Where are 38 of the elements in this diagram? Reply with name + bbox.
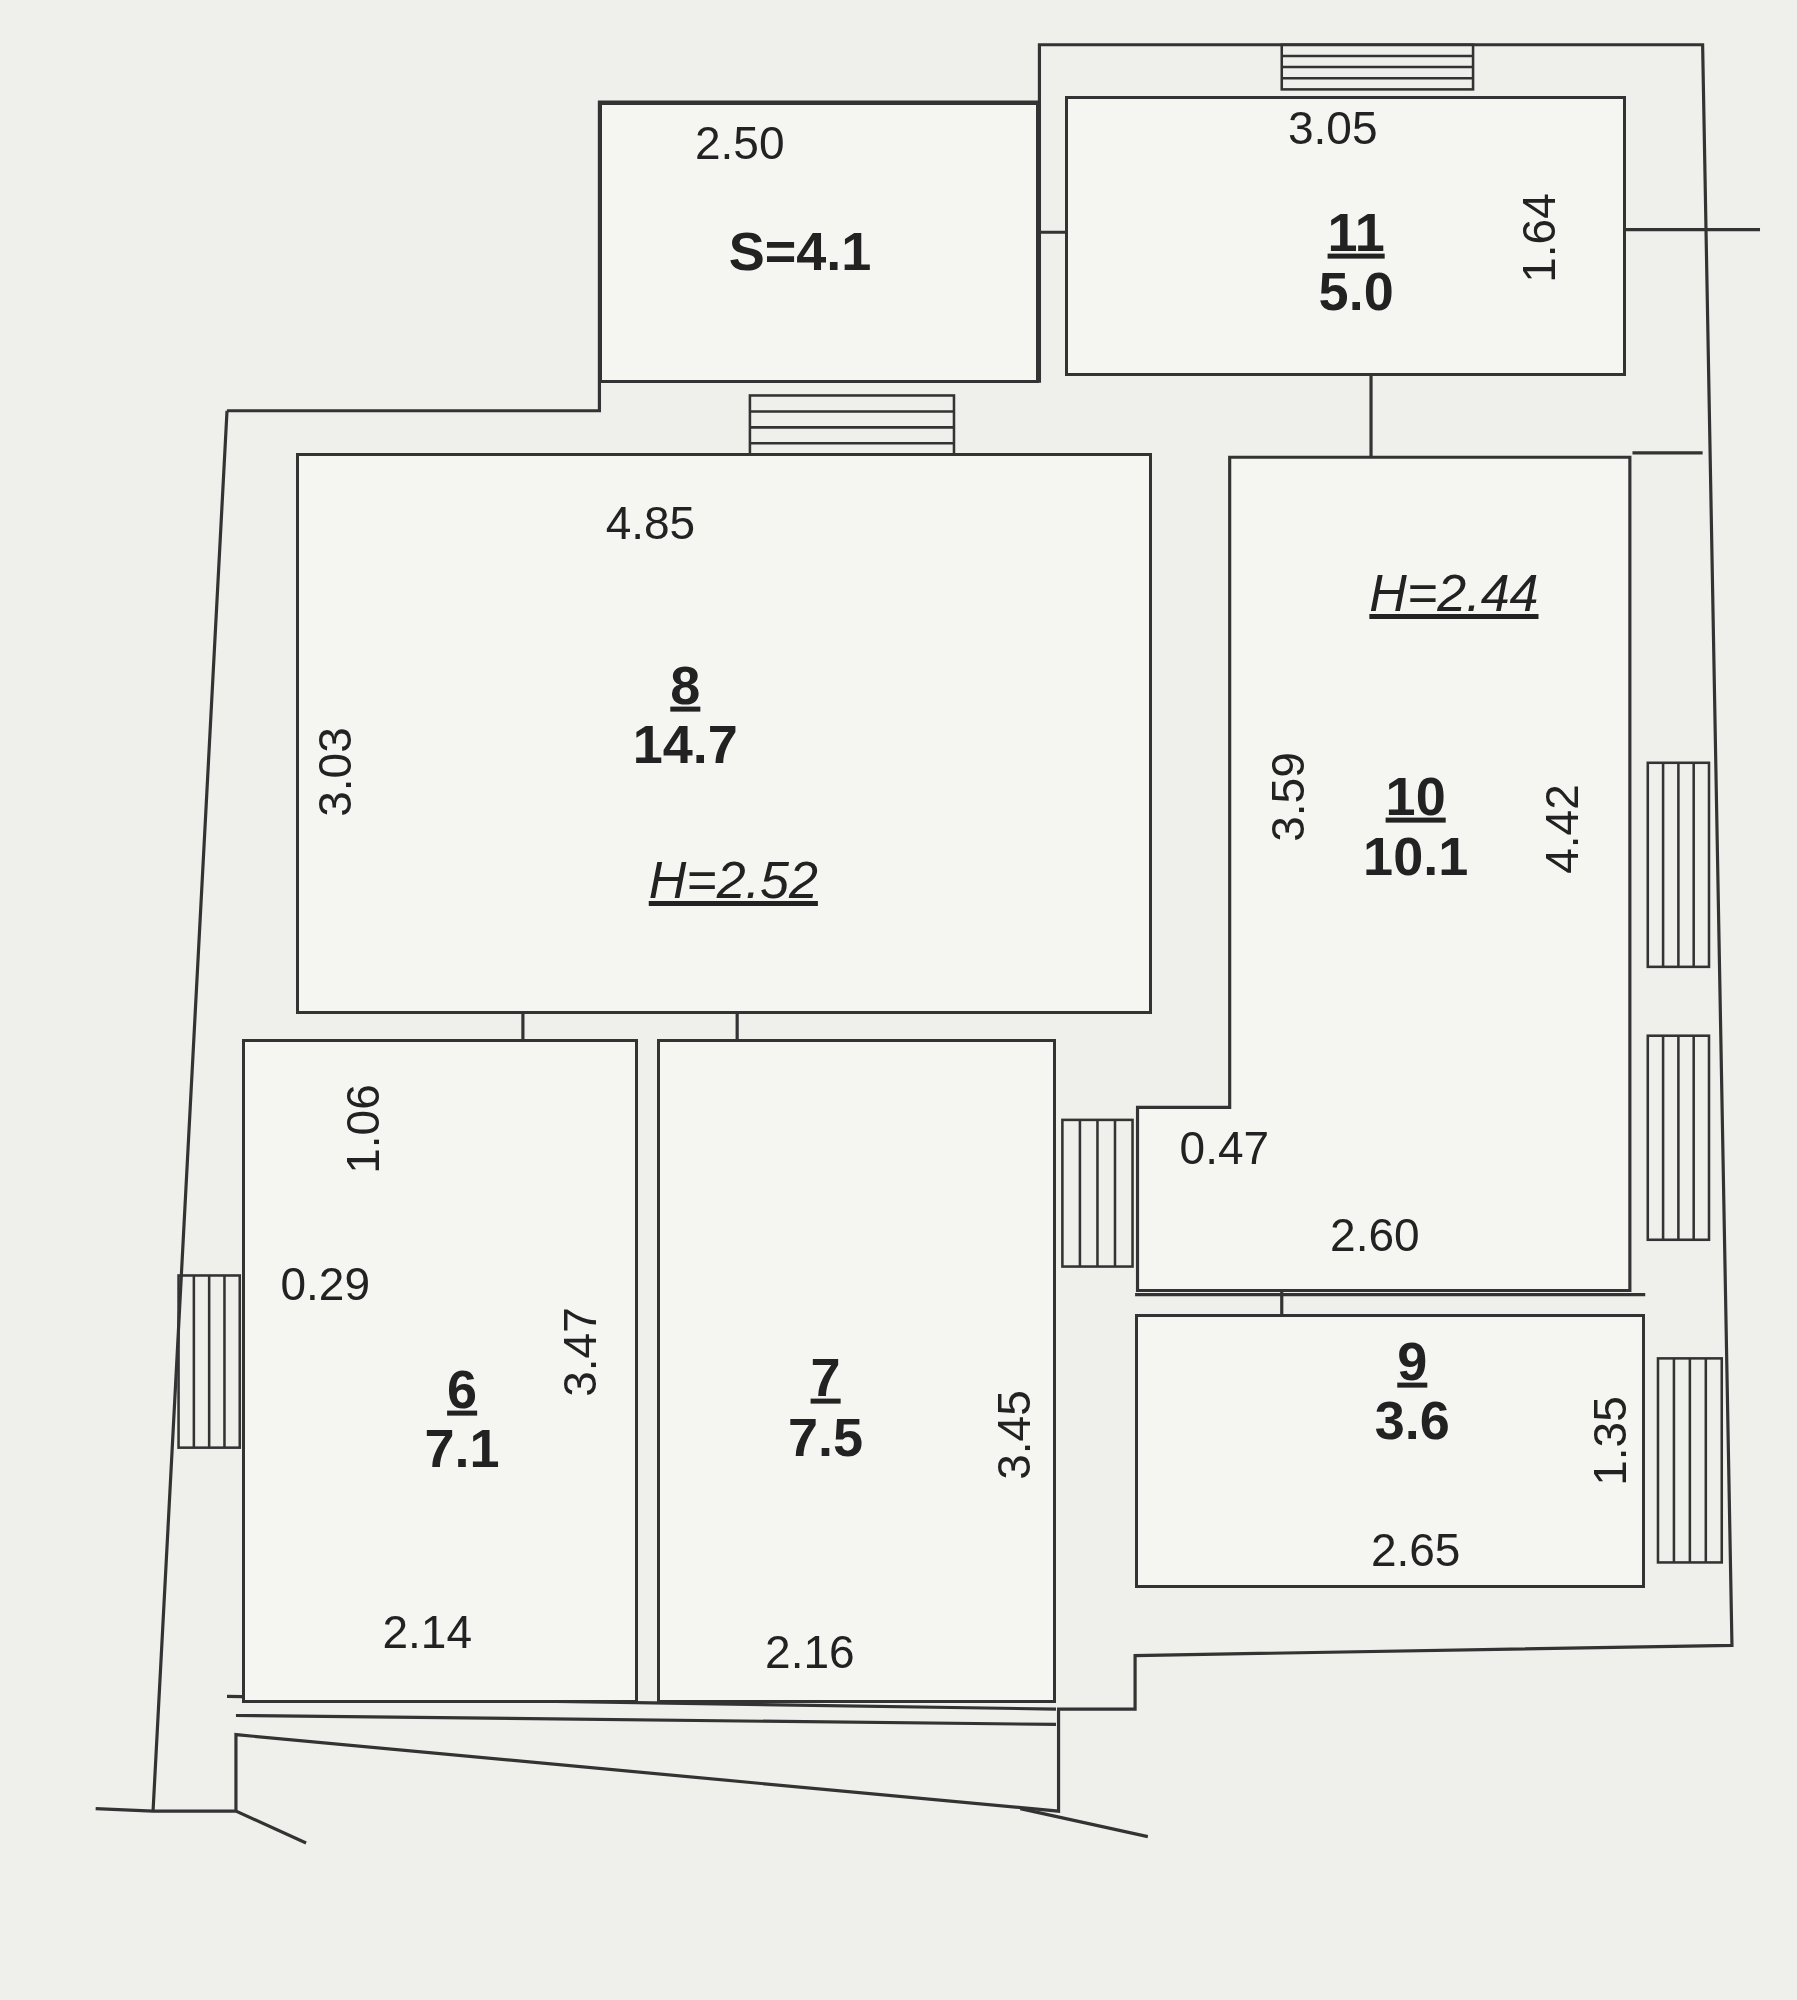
dimension-label: 3.45: [990, 1390, 1037, 1480]
dimension-label: 4.42: [1539, 784, 1586, 874]
room-outline: [1135, 1313, 1646, 1588]
room-area: 7.1: [424, 1418, 500, 1479]
room-area: S=4.1: [728, 222, 872, 282]
room-outline: [599, 102, 1040, 383]
room-area: 14.7: [632, 714, 738, 775]
dimension-label: 2.16: [765, 1628, 855, 1675]
dimension-label: 3.05: [1288, 104, 1378, 151]
dimension-label: 4.85: [605, 499, 696, 546]
dimension-label: 2.60: [1330, 1211, 1420, 1258]
room-number: 8: [670, 655, 701, 715]
dimension-label: 1.35: [1586, 1396, 1633, 1486]
room-number: 11: [1327, 202, 1385, 262]
dimension-label: 2.50: [694, 119, 785, 166]
room-outline: [242, 1039, 638, 1703]
dimension-label: 2.14: [382, 1609, 472, 1656]
room-number: 10: [1385, 767, 1446, 827]
dimension-label: 3.03: [312, 726, 359, 817]
dimension-label: 3.59: [1265, 752, 1312, 842]
room-number: 9: [1397, 1331, 1428, 1391]
dimension-label: 3.47: [557, 1307, 604, 1397]
room-number: 7: [810, 1347, 841, 1408]
room-area: 5.0: [1318, 261, 1394, 322]
room-outline: [1064, 95, 1627, 377]
dimension-label: 0.29: [280, 1261, 370, 1308]
room-area: 10.1: [1363, 826, 1469, 886]
ceiling-height-label: H=2.44: [1369, 567, 1539, 620]
room-outline: [656, 1039, 1056, 1703]
room-area: 7.5: [788, 1407, 864, 1467]
room-number: 6: [447, 1359, 478, 1419]
ceiling-height-label: H=2.52: [648, 854, 818, 906]
dimension-label: 2.65: [1370, 1526, 1461, 1573]
dimension-label: 1.64: [1516, 193, 1563, 284]
dimension-label: 1.06: [340, 1083, 387, 1174]
room-outline: [295, 452, 1152, 1014]
dimension-label: 0.47: [1179, 1124, 1270, 1171]
room-area: 3.6: [1374, 1390, 1450, 1450]
